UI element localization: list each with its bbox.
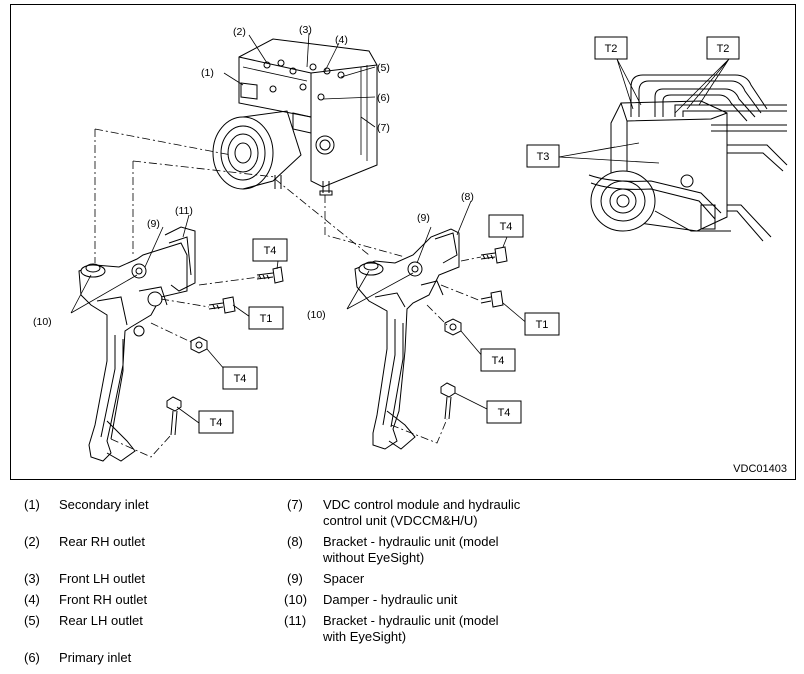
legend-item: (10) Damper - hydraulic unit [284,592,584,608]
legend-text-line2: without EyeSight) [323,550,425,565]
callout-1: (1) [201,67,214,79]
legend-text: Front LH outlet [59,571,145,586]
torque-label-t4-left-nut: T4 [234,373,247,385]
right-bracket-assembly [354,228,460,450]
legend-num: (9) [287,571,303,586]
torque-label-t1-left: T1 [260,313,273,325]
leader-lines [70,32,730,424]
legend-item: (4) Front RH outlet [24,592,264,608]
legend-num: (1) [24,497,40,512]
legend-item: (9) Spacer [287,571,587,587]
torque-label-t4-left-lower: T4 [210,417,223,429]
torque-label-t4-left-upper: T4 [264,245,277,257]
callout-10-right: (10) [307,309,326,321]
torque-label-t4-right-lower: T4 [498,407,511,419]
figure-id: VDC01403 [733,463,787,475]
legend-num: (10) [284,592,308,607]
legend-item: (11) Bracket - hydraulic unit (model wit… [284,613,584,645]
legend-item: (2) Rear RH outlet [24,534,264,550]
callout-3: (3) [299,24,312,36]
legend-text: VDC control module and hydraulic [323,497,521,512]
legend-text: Secondary inlet [59,497,149,512]
torque-label-t2-left: T2 [605,43,618,55]
torque-boxes [198,36,740,434]
fasteners [166,246,508,436]
callout-5: (5) [377,62,390,74]
legend-num: (7) [287,497,303,512]
torque-label-t4-right-upper: T4 [500,221,513,233]
diagram-drawing: T2 T2 T3 T4 T1 T4 T4 T4 T1 T4 T4 (1) (2)… [33,24,788,462]
legend-num: (11) [284,613,307,628]
legend-text: Bracket - hydraulic unit (model [323,613,499,628]
left-bracket-assembly [78,226,196,462]
legend-num: (6) [24,650,40,665]
hydraulic-unit [212,38,378,196]
legend-item: (5) Rear LH outlet [24,613,264,629]
callout-9-left: (9) [147,218,160,230]
callout-6: (6) [377,92,390,104]
callout-2: (2) [233,26,246,38]
torque-label-t1-right: T1 [536,319,549,331]
legend-text: Damper - hydraulic unit [323,592,458,607]
legend-text-line2: control unit (VDCCM&H/U) [323,513,478,528]
legend-item: (1) Secondary inlet [24,497,264,513]
legend-text: Primary inlet [59,650,132,665]
assembly-lines [94,128,482,458]
legend-item: (7) VDC control module and hydraulic con… [287,497,587,529]
legend-item: (3) Front LH outlet [24,571,264,587]
legend-text-line2: with EyeSight) [323,629,407,644]
legend-text: Spacer [323,571,365,586]
legend-num: (8) [287,534,303,549]
callout-10-left: (10) [33,316,52,328]
legend-item: (8) Bracket - hydraulic unit (model with… [287,534,587,566]
callout-9-right: (9) [417,212,430,224]
exploded-diagram: T2 T2 T3 T4 T1 T4 T4 T4 T1 T4 T4 (1) (2)… [10,4,796,480]
legend-num: (5) [24,613,40,628]
torque-label-t2-right: T2 [717,43,730,55]
torque-label-t4-right-nut: T4 [492,355,505,367]
legend-text: Rear LH outlet [59,613,143,628]
legend-num: (3) [24,571,40,586]
legend-text: Front RH outlet [59,592,148,607]
legend-text: Rear RH outlet [59,534,145,549]
callout-7: (7) [377,122,390,134]
legend-num: (2) [24,534,40,549]
callout-11: (11) [175,205,193,217]
legend-text: Bracket - hydraulic unit (model [323,534,499,549]
callout-4: (4) [335,34,348,46]
torque-label-t3: T3 [537,151,550,163]
legend-item: (6) Primary inlet [24,650,264,666]
callout-8: (8) [461,191,474,203]
legend-num: (4) [24,592,40,607]
